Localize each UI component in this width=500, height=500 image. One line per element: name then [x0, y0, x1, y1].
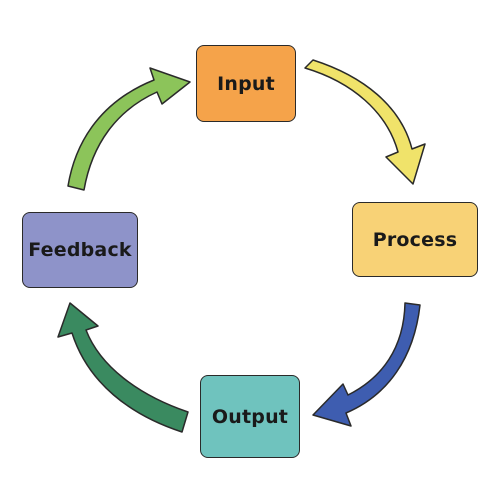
node-output: Output — [200, 375, 300, 458]
node-input: Input — [196, 45, 296, 122]
arrow-input-to-process — [304, 59, 426, 185]
node-input-label: Input — [217, 72, 275, 95]
node-feedback: Feedback — [22, 212, 138, 288]
arrow-feedback-to-input — [67, 67, 191, 191]
node-process-label: Process — [372, 228, 458, 251]
arrow-output-to-feedback — [57, 302, 189, 433]
arrow-process-to-output — [312, 302, 421, 427]
node-process: Process — [352, 202, 478, 277]
node-feedback-label: Feedback — [28, 239, 132, 261]
node-output-label: Output — [211, 405, 289, 428]
